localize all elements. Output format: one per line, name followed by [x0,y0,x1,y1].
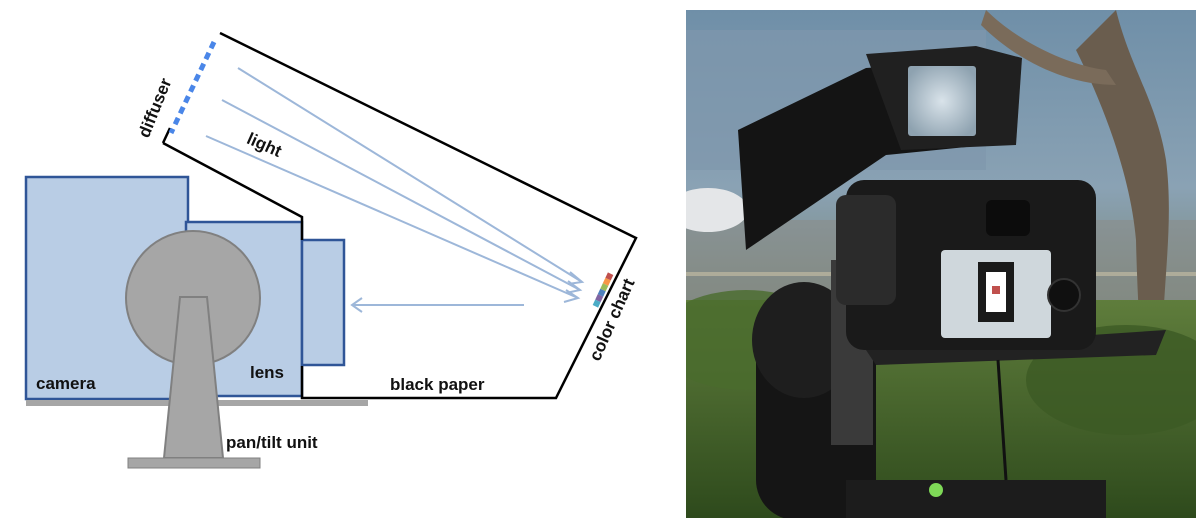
lens [300,238,346,367]
car [686,188,748,232]
lcd-swatch [992,286,1000,294]
tripod-base [846,480,1106,518]
control-dial [1047,278,1081,312]
light-ray [221,99,581,291]
camera-lens-photo [836,195,896,305]
cable [996,359,1008,481]
camera-photo [686,10,1196,518]
setup-diagram: diffuser light color chart camera lens b… [24,31,639,469]
black-enclosure [219,31,638,400]
viewfinder [986,200,1030,236]
arrow-head [563,289,581,303]
light-ray [205,135,579,299]
lens-label: lens [250,363,284,382]
diffuser-icon [168,40,217,135]
pan-tilt-foot [127,457,261,469]
black-paper-label: black paper [390,375,485,394]
camera-label: camera [36,374,96,393]
color-chart-icon [592,272,614,308]
pan-tilt-knob [752,282,856,398]
tree-branch [981,10,1116,85]
enclosure-back-segment [161,127,172,144]
light-ray [237,67,583,283]
diffuser-window [908,66,976,136]
pan-tilt-unit-label: pan/tilt unit [226,433,318,452]
reflected-arrow-head [350,297,363,313]
bubble-level [929,483,943,497]
black-enclosure-top [162,141,304,240]
